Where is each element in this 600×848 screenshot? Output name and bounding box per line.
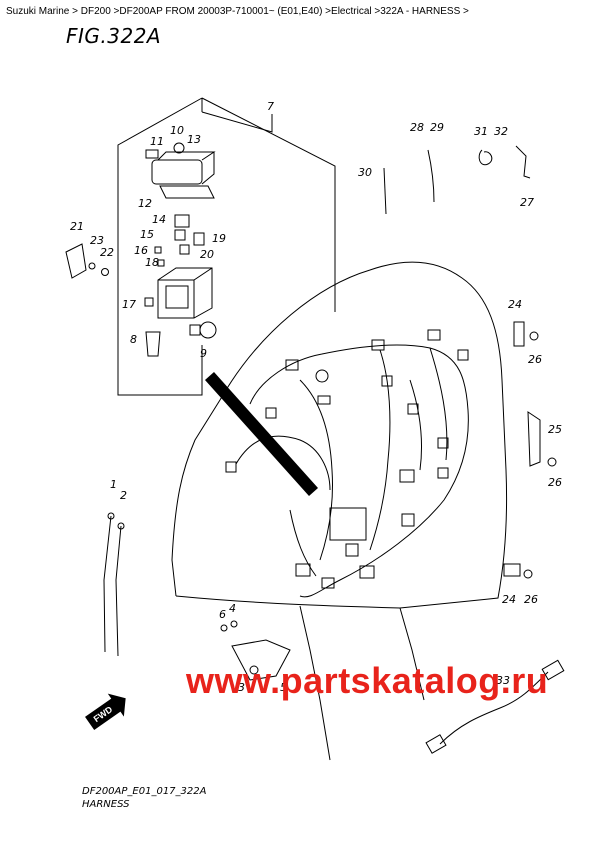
callout-30: 30 [358,166,372,179]
clip-28 [427,149,435,203]
leader-7 [201,111,273,133]
connector-27 [515,145,531,179]
callout-16: 16 [134,244,148,257]
bolt-23 [88,262,96,270]
bracket-25 [527,411,541,467]
relay-14 [174,214,190,228]
breadcrumb-separator: > [371,6,381,17]
callout-23: 23 [90,234,104,247]
bracket-3 [231,639,291,681]
fuse-18 [157,259,165,267]
breadcrumb-separator: > [460,6,469,17]
callout-33: 33 [496,674,510,687]
callout-24b: 24 [502,593,516,606]
fuse-16 [154,246,162,254]
main-harness [249,344,469,598]
wire-1 [103,515,112,653]
part-11 [145,149,159,159]
callout-3: 3 [238,681,245,694]
callout-26b: 26 [548,476,562,489]
callout-22: 22 [100,246,114,259]
callout-25: 25 [548,423,562,436]
callout-2: 2 [120,489,127,502]
cowling-lower-edge [175,595,401,609]
figure-title: FIG.322A [66,24,162,48]
callout-6: 6 [219,608,226,621]
engine-cowling [171,261,508,609]
callout-20: 20 [200,248,214,261]
breadcrumb-separator: > [322,6,332,17]
breadcrumb-link-electrical[interactable]: Electrical [331,6,372,17]
breadcrumb-separator: > [110,6,120,17]
washer-4 [230,620,238,628]
extension-harness-33 [439,671,549,745]
breadcrumb-separator: > [69,6,78,17]
fuse-box-installed [329,507,367,541]
clamp-31 [478,149,493,166]
breadcrumb-link-suzuki-marine[interactable]: Suzuki Marine [6,6,70,17]
callout-18: 18 [145,256,159,269]
relay-15 [174,229,186,241]
callout-32: 32 [494,125,508,138]
part-10 [173,142,185,154]
fwd-arrow-icon: FWD [85,693,126,731]
bolt-6 [220,624,228,632]
callout-9: 9 [200,347,207,360]
callout-24a: 24 [508,298,522,311]
callout-10: 10 [170,124,184,137]
callout-13: 13 [187,133,201,146]
callout-15: 15 [140,228,154,241]
nut-22 [101,268,109,276]
callout-19: 19 [212,232,226,245]
breadcrumb-link-harness[interactable]: 322A - HARNESS [380,6,461,17]
callout-11: 11 [150,135,164,148]
bracket-24 [513,321,525,347]
callout-8: 8 [130,333,137,346]
callout-4: 4 [229,602,236,615]
relay-19 [193,232,205,246]
midsection-outline [299,605,425,761]
callout-7: 7 [267,100,274,113]
fuse-box-seal [159,185,215,199]
callout-27: 27 [520,196,534,209]
callout-28: 28 [410,121,424,134]
bracket-24b [503,563,521,577]
cap-21 [65,243,87,279]
harness-connector [399,469,415,483]
callout-21: 21 [70,220,84,233]
fuse-box-cover [151,159,203,185]
parts-box-outline [117,97,336,396]
callout-1: 1 [110,478,117,491]
wire-2 [115,525,122,657]
callout-12: 12 [138,197,152,210]
breadcrumb-link-model[interactable]: DF200AP FROM 20003P-710001~ (E01,E40) [119,6,323,17]
figure-code: DF200AP_E01_017_322A [82,786,207,797]
callout-26c: 26 [524,593,538,606]
callout-17: 17 [122,298,136,311]
callout-31: 31 [474,125,488,138]
callout-26a: 26 [528,353,542,366]
breadcrumb: Suzuki Marine > DF200 >DF200AP FROM 2000… [6,6,469,17]
figure-name: HARNESS [82,799,130,810]
watermark: www.partskatalog.ru [186,660,549,701]
clip-8 [145,331,161,357]
breadcrumb-link-df200[interactable]: DF200 [80,6,111,17]
fuse-box-base [157,267,213,319]
callout-29: 29 [430,121,444,134]
callout-14: 14 [152,213,166,226]
grommet-9 [199,321,217,339]
pointer-arrow [205,372,318,496]
tie-band-30 [383,167,387,215]
part-17 [144,297,154,307]
relay-20 [179,244,190,255]
callout-5: 5 [280,681,287,694]
